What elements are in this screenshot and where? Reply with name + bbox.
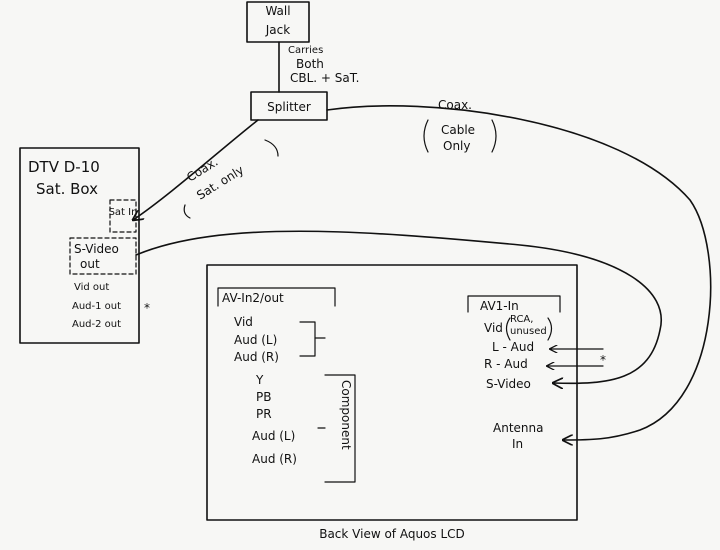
aud1-out-label: Aud-1 out <box>72 301 121 312</box>
sat-box-title1: DTV D-10 <box>28 158 100 176</box>
coax-cable-line2: Only <box>443 139 471 153</box>
coax-sat-to-box <box>133 119 259 220</box>
splitter: Splitter <box>250 91 328 121</box>
av2-aud-l: Aud (L) <box>234 333 277 347</box>
av1-r-aud: R - Aud <box>484 357 528 371</box>
av2-aud-r: Aud (R) <box>234 350 279 364</box>
av2-pr: PR <box>256 407 272 421</box>
wall-jack-line2: Jack <box>265 23 290 37</box>
aud2-out-label: Aud-2 out <box>72 319 121 330</box>
carries-line3: CBL. + SaT. <box>290 71 360 85</box>
carries-line2: Both <box>296 57 324 71</box>
av2-aud-l2: Aud (L) <box>252 429 295 443</box>
wall-jack-line1: Wall <box>265 4 290 18</box>
av1-group: AV1-In Vid RCA, unused L - Aud R - Aud S… <box>467 295 606 391</box>
svideo-out-port <box>69 237 137 275</box>
component-label: Component <box>339 380 353 450</box>
brace-right <box>491 119 497 153</box>
antenna-input: Antenna In <box>493 421 543 451</box>
rca-brace-right <box>547 317 553 341</box>
av2-group: AV-In2/out Vid Aud (L) Aud (R) Y PB PR A… <box>217 287 356 483</box>
av1-bracket <box>467 295 561 313</box>
av1-svideo: S-Video <box>486 377 531 391</box>
av1-vid: Vid <box>484 321 503 335</box>
coax-cable-note: Coax. Cable Only <box>423 98 497 153</box>
svideo-label1: S-Video <box>74 242 119 256</box>
antenna-line2: In <box>512 437 523 451</box>
av1-star: * <box>600 353 606 367</box>
svideo-cable <box>135 230 663 383</box>
antenna-line1: Antenna <box>493 421 543 435</box>
svideo-label2: out <box>80 257 100 271</box>
aud-star: * <box>144 301 150 315</box>
av2-vid: Vid <box>234 315 253 329</box>
av1-l-aud: L - Aud <box>492 340 534 354</box>
rca-brace-left <box>505 317 511 341</box>
av2-bracket <box>217 287 336 307</box>
av1-title: AV1-In <box>480 299 519 313</box>
sat-box-title2: Sat. Box <box>36 180 98 198</box>
av2-y: Y <box>255 373 264 387</box>
tv-caption: Back View of Aquos LCD <box>319 527 465 541</box>
component-bracket <box>324 374 356 483</box>
av2-pb: PB <box>256 390 271 404</box>
vid-out-label: Vid out <box>74 282 109 293</box>
brace-right-sat <box>264 139 279 157</box>
brace-left-sat <box>183 204 191 219</box>
sat-in-port <box>109 199 137 233</box>
sat-box: DTV D-10 Sat. Box Sat In S-Video out Vid… <box>19 147 150 344</box>
av2-audio-bracket <box>299 321 316 357</box>
coax-sat-note: Coax. Sat. only <box>183 139 279 219</box>
coax-cable-coax: Coax. <box>438 98 472 112</box>
coax-cable-line1: Cable <box>441 123 475 137</box>
brace-left <box>423 119 429 153</box>
av2-title: AV-In2/out <box>222 291 284 305</box>
carries-note: Carries Both CBL. + SaT. <box>288 45 360 85</box>
wall-jack: Wall Jack <box>246 1 310 43</box>
coax-cable-to-antenna <box>326 105 712 440</box>
av2-aud-r2: Aud (R) <box>252 452 297 466</box>
av1-rca2: unused <box>510 326 547 337</box>
av1-rca1: RCA, <box>510 314 533 325</box>
tv-back-panel: AV-In2/out Vid Aud (L) Aud (R) Y PB PR A… <box>206 264 606 521</box>
sat-in-label: Sat In <box>109 207 138 218</box>
splitter-label: Splitter <box>267 100 311 114</box>
carries-line1: Carries <box>288 45 323 56</box>
